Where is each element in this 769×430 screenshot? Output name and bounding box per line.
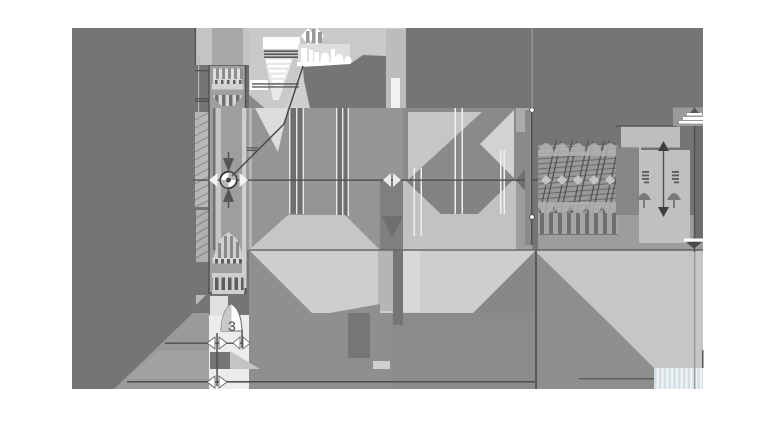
- svg-text:3: 3: [228, 318, 236, 334]
